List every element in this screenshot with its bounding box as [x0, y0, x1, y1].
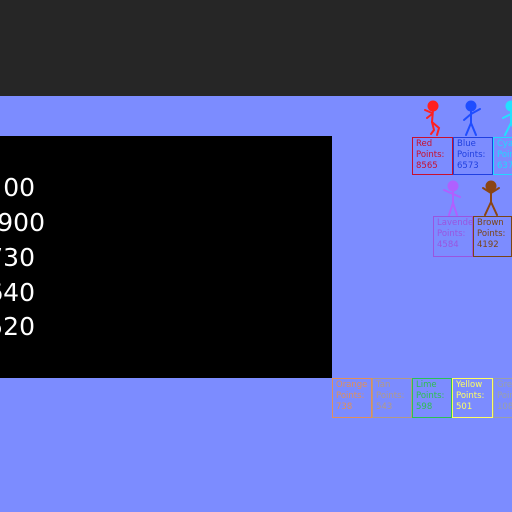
- score-line-4: 640: [0, 278, 35, 307]
- points-value: 8565: [416, 161, 438, 171]
- team-name: Lavender: [437, 218, 473, 228]
- blue-stickman-icon: [463, 100, 481, 136]
- team-name: Orange: [336, 380, 368, 390]
- score-line-5: 520: [0, 312, 35, 341]
- points-value: 6573: [457, 161, 479, 171]
- team-name: Lime: [416, 380, 437, 390]
- points-value: 108: [497, 402, 512, 412]
- lavender-stickman-icon: [443, 180, 461, 216]
- points-label: Points:: [457, 150, 486, 160]
- cyan-stickman-icon: [502, 100, 512, 136]
- team-card-lavender: Lavender Points: 4584: [433, 216, 473, 257]
- score-line-1: 00: [3, 173, 35, 202]
- points-label: Points:: [376, 391, 405, 401]
- team-name: Yellow: [456, 380, 483, 390]
- points-label: Points:: [497, 391, 512, 401]
- brown-stickman-icon: [482, 180, 500, 216]
- team-card-tan: Tan Points: 543: [372, 378, 412, 418]
- points-value: 738: [336, 402, 353, 412]
- team-card-yellow: Yellow Points: 501: [452, 378, 493, 418]
- points-value: 4192: [477, 240, 499, 250]
- team-name: Tan: [376, 380, 391, 390]
- score-line-2: 900: [0, 208, 45, 237]
- team-card-brown: Brown Points: 4192: [473, 216, 512, 257]
- points-label: Points:: [497, 150, 512, 160]
- points-label: Points:: [336, 391, 365, 401]
- team-name: Cyan: [497, 139, 512, 149]
- scoreboard-panel: 00 900 730 640 520: [0, 136, 332, 378]
- points-label: Points:: [416, 391, 445, 401]
- team-card-red: Red Points: 8565: [412, 137, 453, 175]
- top-bar: [0, 0, 512, 96]
- team-card-blue: Blue Points: 6573: [453, 137, 493, 175]
- team-card-lime: Lime Points: 598: [412, 378, 452, 418]
- team-card-green: Green Points: 108: [493, 378, 512, 418]
- team-name: Blue: [457, 139, 476, 149]
- points-value: 543: [376, 402, 393, 412]
- points-value: 501: [456, 402, 473, 412]
- points-label: Points:: [456, 391, 485, 401]
- team-name: Brown: [477, 218, 504, 228]
- points-value: 637: [497, 161, 512, 171]
- team-card-orange: Orange Points: 738: [332, 378, 372, 418]
- points-label: Points:: [477, 229, 506, 239]
- team-name: Red: [416, 139, 433, 149]
- red-stickman-icon: [424, 100, 441, 136]
- points-label: Points:: [437, 229, 466, 239]
- points-label: Points:: [416, 150, 445, 160]
- score-line-3: 730: [0, 243, 35, 272]
- team-name: Green: [497, 380, 512, 390]
- points-value: 4584: [437, 240, 459, 250]
- points-value: 598: [416, 402, 433, 412]
- team-card-cyan: Cyan Points: 637: [493, 137, 512, 175]
